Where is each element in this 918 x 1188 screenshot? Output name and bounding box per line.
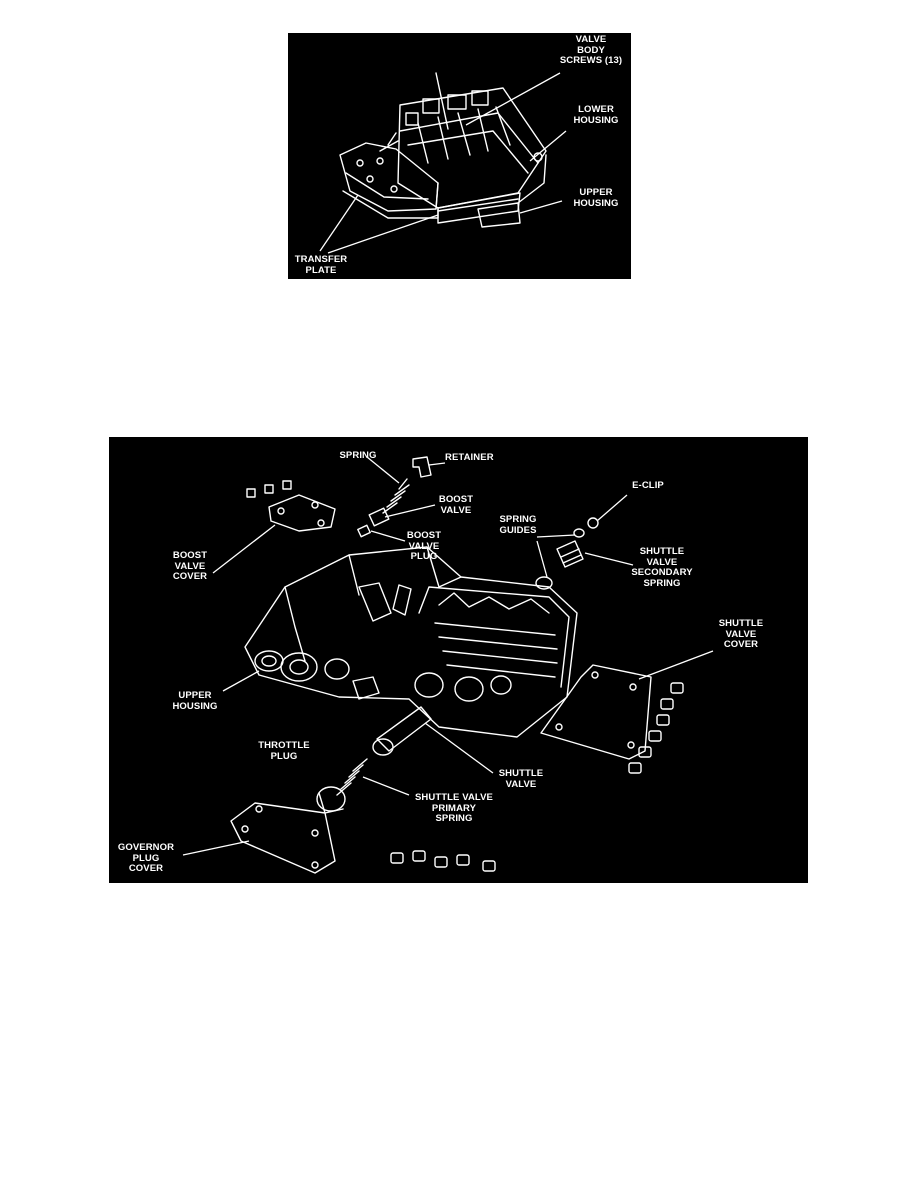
label-line: SPRING [499,514,537,525]
label-line: PLUG [270,750,298,762]
label-boost-valve: BOOST VALVE [433,494,479,516]
label-shuttle-valve-cover: SHUTTLE VALVE COVER [713,618,769,651]
label-shuttle-valve: SHUTTLE VALVE [493,768,549,790]
valve-body-assembly-illustration [319,72,567,254]
label-line: SHUTTLE [718,618,764,629]
label-line: BOOST [172,550,208,561]
label-line: BOOST [438,494,474,505]
label-line: COVER [172,571,208,582]
label-line: E-CLIP [632,480,664,491]
label-line: PLATE [305,264,337,276]
label-line: VALVE [646,556,678,568]
label-line: HOUSING [172,700,218,712]
upper-housing-exploded-view-figure: SPRING RETAINER BOOST VALVE BOOST VALVE … [109,437,808,883]
label-spring: SPRING [335,450,381,462]
valve-body-assembly-figure: VALVE BODY SCREWS (13) LOWER HOUSING UPP… [288,33,631,279]
label-line: SPRING [435,813,473,824]
label-spring-guides: SPRING GUIDES [493,514,543,536]
label-line: SPRING [643,577,681,589]
label-lower-housing: LOWER HOUSING [564,104,628,126]
label-line: SCREWS (13) [559,55,623,66]
label-line: VALVE [575,34,607,45]
label-line: HOUSING [573,197,619,209]
label-line: GUIDES [499,524,537,536]
label-line: RETAINER [445,452,494,463]
label-line: COVER [723,639,759,650]
label-line: VALVE [408,540,440,552]
label-line: UPPER [579,187,613,198]
label-line: SECONDARY [631,567,693,578]
label-transfer-plate: TRANSFER PLATE [288,254,354,276]
label-line: TRANSFER [294,254,348,265]
label-boost-valve-cover: BOOST VALVE COVER [165,550,215,583]
upper-housing-exploded-illustration [182,456,714,874]
label-shuttle-valve-primary-spring: SHUTTLE VALVE PRIMARY SPRING [409,792,499,825]
label-line: VALVE [725,628,757,640]
label-line: PRIMARY [431,802,477,814]
label-retainer: RETAINER [445,452,507,464]
label-line: BOOST [406,530,442,541]
label-shuttle-valve-secondary-spring: SHUTTLE VALVE SECONDARY SPRING [629,546,695,589]
label-line: VALVE [174,560,206,572]
label-line: PLUG [410,551,438,562]
label-line: PLUG [132,852,160,864]
label-line: VALVE [505,778,537,790]
label-line: GOVERNOR [117,842,175,853]
label-governor-plug-cover: GOVERNOR PLUG COVER [109,842,183,875]
label-line: HOUSING [573,114,619,126]
label-e-clip: E-CLIP [623,480,673,492]
label-throttle-plug: THROTTLE PLUG [255,740,313,762]
label-upper-housing: UPPER HOUSING [564,187,628,209]
label-line: COVER [128,863,164,874]
label-line: SHUTTLE [498,768,544,779]
label-line: VALVE [440,504,472,516]
label-boost-valve-plug: BOOST VALVE PLUG [401,530,447,563]
label-line: THROTTLE [258,740,310,751]
label-line: UPPER [178,690,212,701]
label-line: SHUTTLE VALVE [414,792,493,803]
label-valve-body-screws: VALVE BODY SCREWS (13) [556,34,626,67]
label-upper-housing: UPPER HOUSING [167,690,223,712]
label-line: SHUTTLE [639,546,685,557]
label-line: SPRING [339,450,377,461]
label-line: BODY [577,44,605,56]
label-line: LOWER [578,104,614,115]
